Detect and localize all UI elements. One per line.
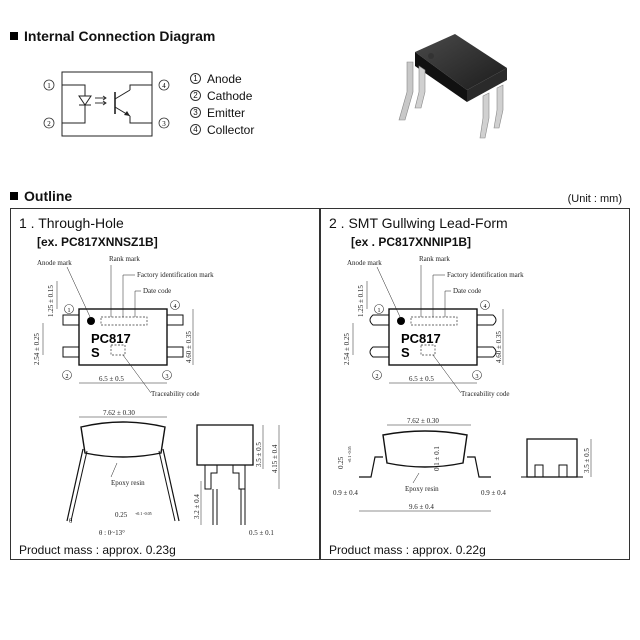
pin-marker <box>158 117 170 129</box>
bullet-square-icon <box>10 32 18 40</box>
front-view-body <box>80 421 166 458</box>
panel-title: 1 . Through-Hole <box>19 215 124 231</box>
panel-title: 2 . SMT Gullwing Lead-Form <box>329 215 508 231</box>
part-marking: PC817 <box>401 331 441 346</box>
section-title: Outline <box>24 188 73 204</box>
legend-item: 3 Emitter <box>190 104 254 121</box>
pin-marker-label: 1 <box>68 308 71 314</box>
dim-foot-right: 0.9 ± 0.4 <box>481 489 506 497</box>
package-photo <box>398 34 507 139</box>
epoxy-resin-label: Epoxy resin <box>111 479 145 487</box>
section-header-outline: Outline <box>10 188 72 204</box>
dim-body-width: 4.60 ± 0.35 <box>185 331 193 363</box>
rank-marking: S <box>91 345 100 360</box>
legend-item: 1 Anode <box>190 70 254 87</box>
factory-id-label: Factory identification mark <box>137 271 214 279</box>
dim-row-spacing: 7.62 ± 0.30 <box>103 409 135 417</box>
pin-marker-label: 4 <box>174 304 177 310</box>
theta-range: θ : 0~13° <box>99 529 125 537</box>
pin-marker-label: 1 <box>378 308 381 314</box>
pin-name: Collector <box>207 122 255 137</box>
dim-foot-left: 0.9 ± 0.4 <box>333 489 358 497</box>
rank-mark-label: Rank mark <box>109 255 140 263</box>
dim-seat-height: 4.15 ± 0.4 <box>271 444 279 473</box>
part-marking: PC817 <box>91 331 131 346</box>
date-code-label: Date code <box>143 287 171 295</box>
dim-lead-thickness-tol: +0.1 -0.05 <box>135 511 152 516</box>
pin-marker <box>43 117 55 129</box>
dim-lead-thickness: 0.25 <box>337 456 345 469</box>
product-mass: Product mass : approx. 0.23g <box>19 543 176 557</box>
rank-marking: S <box>401 345 410 360</box>
rank-mark-label: Rank mark <box>419 255 450 263</box>
section-header-internal: Internal Connection Diagram <box>10 28 215 44</box>
anode-mark-label: Anode mark <box>347 259 382 267</box>
dim-lead-length: 3.2 ± 0.4 <box>193 494 201 519</box>
pin-name: Cathode <box>207 88 253 103</box>
pin-name: Emitter <box>207 105 246 120</box>
pin-number: 1 <box>190 73 201 84</box>
dim-lead-width: 1.25 ± 0.15 <box>47 285 55 317</box>
dim-row-spacing: 7.62 ± 0.30 <box>407 417 439 425</box>
dim-body-height: 3.5 ± 0.5 <box>255 442 263 467</box>
dim-lead-thickness-tol: +0.1 -0.05 <box>347 446 352 463</box>
pin-marker-label: 2 <box>66 374 69 380</box>
outline-panel-through-hole: 1 . Through-Hole [ex. PC817XNNSZ1B] PC81… <box>10 208 320 560</box>
through-hole-drawing: PC817 S Anode mark Rank mark Factory ide… <box>33 255 280 537</box>
dim-body-height: 3.5 ± 0.5 <box>583 448 591 473</box>
pin-legend: 1 Anode 2 Cathode 3 Emitter 4 Collector <box>190 70 254 138</box>
smt-gullwing-drawing: PC817 S Anode mark Rank mark Factory ide… <box>333 255 592 512</box>
pin-marker-label: 2 <box>47 120 51 128</box>
outline-panel-smt-gullwing: 2 . SMT Gullwing Lead-Form [ex . PC817XN… <box>320 208 630 560</box>
pin-name: Anode <box>207 71 242 86</box>
pin-marker <box>43 79 55 91</box>
legend-item: 4 Collector <box>190 121 254 138</box>
traceability-label: Traceability code <box>461 390 510 398</box>
dim-lead-thickness: 0.25 <box>115 511 128 519</box>
epoxy-resin-label: Epoxy resin <box>405 485 439 493</box>
dim-body-length: 6.5 ± 0.5 <box>409 375 434 383</box>
dim-lead-diameter: 0.5 ± 0.1 <box>249 529 274 537</box>
theta-symbol: θ <box>69 517 73 525</box>
pin-marker-label: 3 <box>162 120 166 128</box>
pin-marker-label: 4 <box>162 82 166 90</box>
dim-lead-width: 1.25 ± 0.15 <box>357 285 365 317</box>
pin-number: 4 <box>190 124 201 135</box>
anode-dot-icon <box>397 317 405 325</box>
pin-number: 2 <box>190 90 201 101</box>
anode-dot-icon <box>87 317 95 325</box>
pin-number: 3 <box>190 107 201 118</box>
side-view-body <box>196 424 254 466</box>
package-body <box>415 34 507 90</box>
dim-overall-length: 9.6 ± 0.4 <box>409 503 434 511</box>
connection-schematic: 1 2 4 3 <box>43 71 170 137</box>
unit-label: (Unit : mm) <box>567 193 622 205</box>
product-mass: Product mass : approx. 0.22g <box>329 543 486 557</box>
dim-standoff: 0.1 ± 0.1 <box>433 446 441 471</box>
legend-item: 2 Cathode <box>190 87 254 104</box>
led-diode-icon <box>78 95 92 106</box>
pin-marker-label: 4 <box>484 304 487 310</box>
factory-id-label: Factory identification mark <box>447 271 524 279</box>
traceability-label: Traceability code <box>151 390 200 398</box>
pin-marker-label: 3 <box>476 374 479 380</box>
dim-pitch: 2.54 ± 0.25 <box>343 333 351 365</box>
pin-marker-label: 1 <box>47 82 51 90</box>
dim-pitch: 2.54 ± 0.25 <box>33 333 41 365</box>
pin-marker-label: 3 <box>166 374 169 380</box>
bullet-square-icon <box>10 192 18 200</box>
dim-body-width: 4.60 ± 0.35 <box>495 331 503 363</box>
package-outline <box>61 71 153 137</box>
panel-model: [ex. PC817XNNSZ1B] <box>37 235 158 249</box>
anode-mark-label: Anode mark <box>37 259 72 267</box>
pin-marker-label: 2 <box>376 374 379 380</box>
pin-marker <box>158 79 170 91</box>
panel-model: [ex . PC817XNNIP1B] <box>351 235 472 249</box>
section-title: Internal Connection Diagram <box>24 28 216 44</box>
front-view-body <box>382 430 468 468</box>
dim-body-length: 6.5 ± 0.5 <box>99 375 124 383</box>
date-code-label: Date code <box>453 287 481 295</box>
